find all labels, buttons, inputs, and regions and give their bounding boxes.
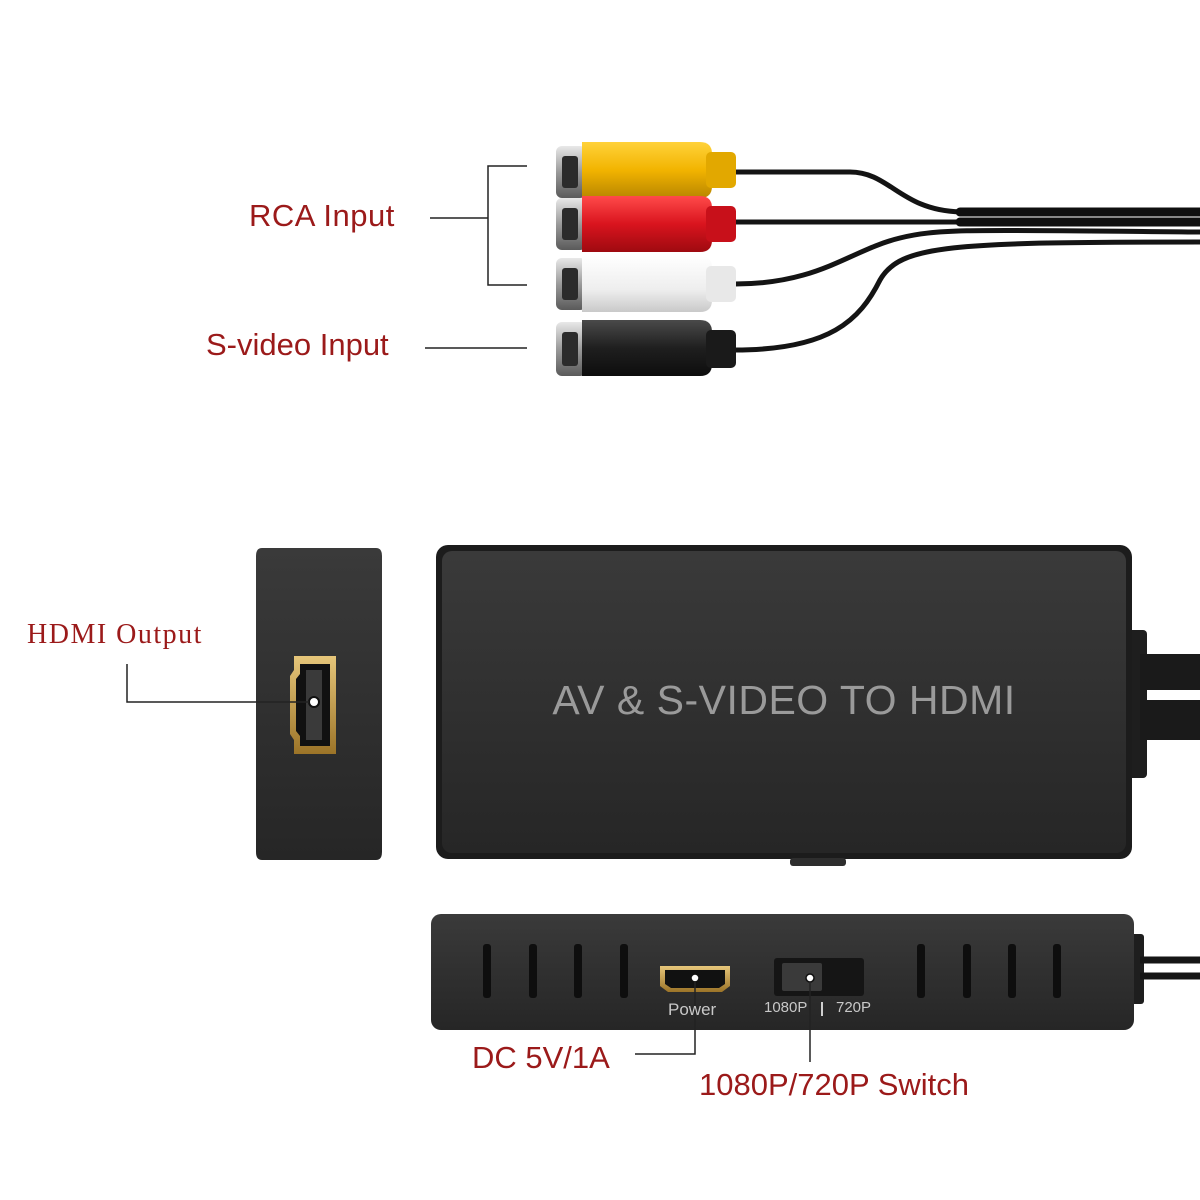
cable-bundle: [732, 169, 1200, 353]
hdmi-callout: [126, 664, 309, 703]
vent-slots-right: [917, 944, 1061, 998]
svideo-input-label: S-video Input: [206, 327, 389, 362]
svideo-cable: [732, 239, 1200, 353]
white-cable: [732, 227, 1200, 287]
yellow-rca-plug: [556, 142, 736, 198]
power-port: [660, 966, 730, 992]
power-port-label: Power: [668, 1000, 717, 1019]
cable-sheath: [955, 207, 1200, 227]
rca-input-label: RCA Input: [249, 198, 395, 233]
dc-callout: [635, 981, 696, 1055]
vent-slots-left: [483, 944, 628, 998]
white-rca-plug: [556, 256, 736, 312]
switch-720p-label: 720P: [836, 999, 872, 1016]
hdmi-end-piece: [256, 548, 382, 860]
resolution-switch-label: 1080P/720P Switch: [699, 1067, 970, 1102]
hdmi-output-label: HDMI Output: [27, 619, 203, 650]
converter-body-top: [436, 545, 1200, 866]
dc-power-label: DC 5V/1A: [472, 1040, 610, 1075]
rca-callout: [430, 165, 527, 286]
device-title: AV & S-VIDEO TO HDMI: [552, 677, 1016, 723]
red-rca-plug: [556, 196, 736, 252]
yellow-cable: [732, 169, 1200, 215]
switch-1080p-label: 1080P: [764, 999, 808, 1016]
black-svideo-plug: [556, 320, 736, 376]
resolution-switch: [774, 958, 864, 1016]
